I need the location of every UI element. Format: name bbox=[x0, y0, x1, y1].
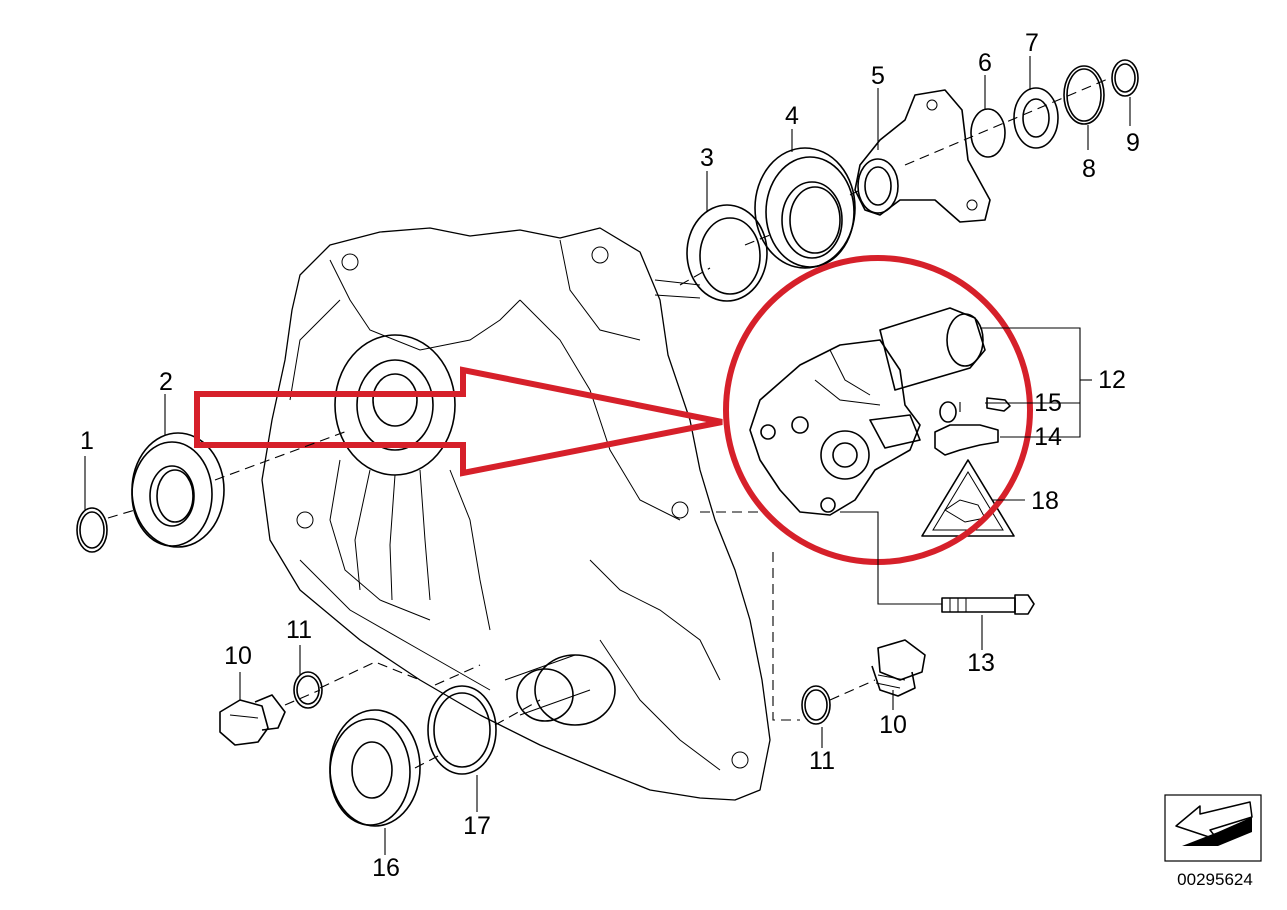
part-7-washer bbox=[1013, 87, 1059, 149]
callout-11-right: 11 bbox=[809, 747, 835, 775]
part-11-sealing-ring-right bbox=[801, 685, 831, 725]
callout-5: 5 bbox=[871, 62, 885, 90]
callout-18: 18 bbox=[1031, 487, 1059, 515]
callout-7: 7 bbox=[1025, 29, 1039, 57]
callout-13: 13 bbox=[967, 649, 995, 677]
callout-10-left: 10 bbox=[224, 642, 252, 670]
direction-arrow-icon bbox=[1175, 801, 1253, 846]
part-15-screw bbox=[986, 397, 1011, 412]
part-5-output-flange bbox=[854, 89, 991, 223]
part-9-circlip bbox=[1111, 59, 1139, 97]
callout-1: 1 bbox=[80, 427, 94, 455]
part-8-ring bbox=[1063, 65, 1105, 125]
part-10-screw-plug-left bbox=[219, 694, 286, 746]
diagram-reference-code: 00295624 bbox=[1177, 870, 1253, 889]
callout-12: 12 bbox=[1098, 366, 1126, 394]
callout-16: 16 bbox=[372, 854, 400, 882]
callout-6: 6 bbox=[978, 49, 992, 77]
callout-8: 8 bbox=[1082, 155, 1096, 183]
part-11-sealing-ring-left bbox=[293, 671, 323, 709]
callout-4: 4 bbox=[785, 102, 799, 130]
callout-14: 14 bbox=[1034, 423, 1062, 451]
part-13-hex-bolt bbox=[941, 594, 1035, 615]
leader-lines bbox=[84, 56, 1131, 855]
part-10-screw-plug-right bbox=[871, 639, 926, 697]
part-17-ring bbox=[427, 685, 497, 775]
part-14-sensor bbox=[934, 401, 999, 456]
part-12-actuator bbox=[749, 307, 986, 516]
part-4-shaft-seal bbox=[754, 147, 856, 269]
part-2-shaft-seal bbox=[131, 432, 225, 548]
callout-labels: 1 2 3 4 5 6 7 8 9 10 10 11 11 12 13 14 1… bbox=[80, 29, 1140, 882]
part-6-ring bbox=[970, 108, 1006, 158]
part-16-shaft-seal bbox=[329, 709, 421, 827]
callout-10-right: 10 bbox=[879, 711, 907, 739]
callout-17: 17 bbox=[463, 812, 491, 840]
transfer-case-housing bbox=[261, 227, 771, 801]
callout-11-left: 11 bbox=[286, 616, 312, 644]
callout-2: 2 bbox=[159, 368, 173, 396]
highlight-arrow bbox=[194, 366, 723, 477]
callout-15: 15 bbox=[1034, 389, 1062, 417]
callout-9: 9 bbox=[1126, 129, 1140, 157]
orientation-indicator bbox=[1164, 794, 1262, 862]
part-1-o-ring bbox=[76, 507, 108, 553]
callout-3: 3 bbox=[700, 144, 714, 172]
part-3-ring bbox=[686, 204, 768, 302]
